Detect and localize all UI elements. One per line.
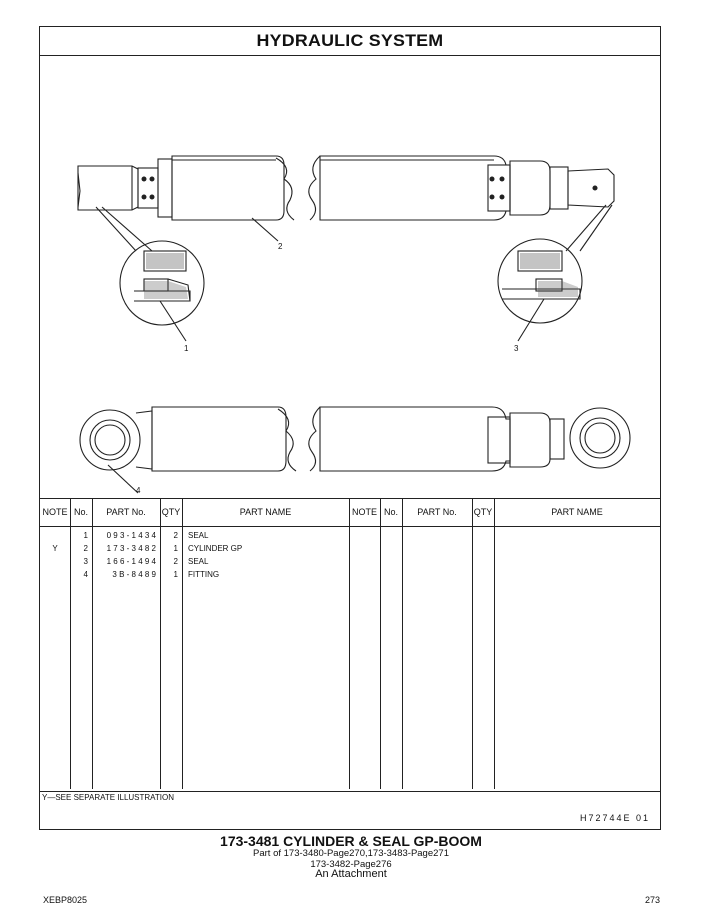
divider [349,499,350,789]
header-part-no: PART No. [92,499,160,527]
row-qty: 1 [173,570,178,579]
page-number: 273 [644,895,660,905]
divider [182,499,183,789]
divider [380,499,381,789]
row-no: 2 [83,544,88,553]
callout-3: 3 [514,344,519,353]
header-note-2: NOTE [349,499,380,527]
row-part-no: 1 7 3 - 3 4 8 2 [106,544,156,553]
header-no-2: No. [380,499,402,527]
row-part-name: FITTING [188,570,220,579]
row-note: Y [52,544,58,553]
header-part-name-2: PART NAME [494,499,660,527]
row-part-name: SEAL [188,557,209,566]
row-no: 1 [83,531,88,540]
header-qty-2: QTY [472,499,494,527]
divider [402,499,403,789]
divider [472,499,473,789]
lower-eye-right [569,407,631,469]
callout-1: 1 [184,344,189,353]
parts-table: NOTE No. PART No. QTY PART NAME NOTE No.… [40,498,660,792]
document-code: XEBP8025 [43,895,88,905]
row-qty: 2 [173,557,178,566]
row-qty: 1 [173,544,178,553]
page-frame: HYDRAULIC SYSTEM [39,26,661,830]
part-of-line: Part of 173-3480-Page270,173-3483-Page27… [253,848,449,859]
lower-eye-left [79,409,141,471]
upper-rod-end-left [77,165,139,211]
row-part-name: CYLINDER GP [188,544,243,553]
divider [92,499,93,789]
row-part-no: 1 6 6 - 1 4 9 4 [106,557,156,566]
attachment-label: An Attachment [315,868,387,880]
row-no: 3 [83,557,88,566]
upper-barrel-left [171,155,285,221]
upper-barrel-right [319,155,511,221]
lower-barrel-left [151,406,287,472]
row-part-no: 3 B - 8 4 8 9 [112,570,156,579]
divider [70,499,71,789]
header-part-name: PART NAME [182,499,349,527]
callout-2: 2 [278,242,283,251]
drawing-reference: H72744E 01 [579,813,650,823]
page-title: HYDRAULIC SYSTEM [256,31,444,50]
upper-rod-end-right [567,168,615,208]
cylinder-illustration: 1 2 3 4 [77,155,631,495]
row-qty: 2 [173,531,178,540]
row-part-name: SEAL [188,531,209,540]
divider [494,499,495,789]
callout-4: 4 [136,486,141,495]
detail-circle-right [497,238,583,324]
detail-circle-left [119,240,205,326]
divider [160,499,161,789]
header-note: NOTE [40,499,70,527]
part-of-line-2: 173-3482-Page276 [310,859,392,870]
upper-clevis-block-left [137,167,159,209]
header-qty: QTY [160,499,182,527]
group-title: 173-3481 CYLINDER & SEAL GP-BOOM [220,833,482,849]
table-footnote: Y—SEE SEPARATE ILLUSTRATION [42,793,175,802]
header-part-no-2: PART No. [402,499,472,527]
row-no: 4 [83,570,88,579]
title-bar: HYDRAULIC SYSTEM [40,27,660,56]
row-part-no: 0 9 3 - 1 4 3 4 [106,531,156,540]
lower-barrel-right [319,406,511,472]
header-no: No. [70,499,92,527]
